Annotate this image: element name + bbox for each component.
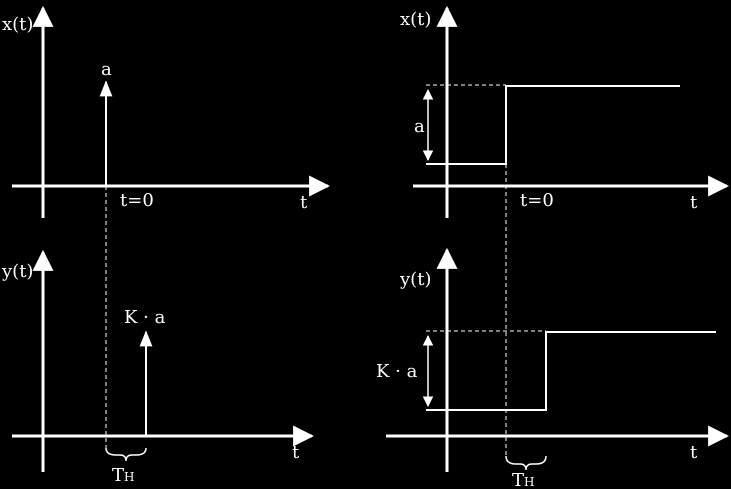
time-zero-label: t=0 — [520, 190, 554, 211]
output-step — [426, 331, 716, 411]
x-axis-label: t — [300, 192, 308, 213]
y-axis-label: y(t) — [1, 261, 33, 282]
amplitude-label: a — [101, 59, 112, 80]
amplitude-label: K · a — [376, 361, 418, 382]
y-axis-label: x(t) — [2, 14, 33, 35]
impulse-output-panel: y(t) t K · a TH — [1, 186, 315, 486]
amplitude-label: K · a — [124, 307, 166, 328]
time-zero-label: t=0 — [120, 190, 154, 211]
x-axis-label: t — [292, 442, 300, 463]
y-axis-label: y(t) — [399, 269, 431, 290]
step-output-panel: y(t) t K · a TH — [376, 164, 730, 489]
step-input-panel: x(t) t a t=0 — [400, 5, 730, 218]
x-axis-label: t — [690, 192, 698, 213]
x-axis-label: t — [690, 442, 698, 463]
dead-time-label: TH — [512, 470, 534, 489]
dead-time-brace — [105, 447, 147, 462]
y-axis-label: x(t) — [400, 9, 431, 30]
dead-time-brace — [505, 455, 547, 471]
input-step — [426, 85, 680, 165]
amplitude-label: a — [414, 116, 425, 137]
dead-time-label: TH — [112, 465, 134, 486]
impulse-input-panel: x(t) t a t=0 — [2, 5, 331, 218]
